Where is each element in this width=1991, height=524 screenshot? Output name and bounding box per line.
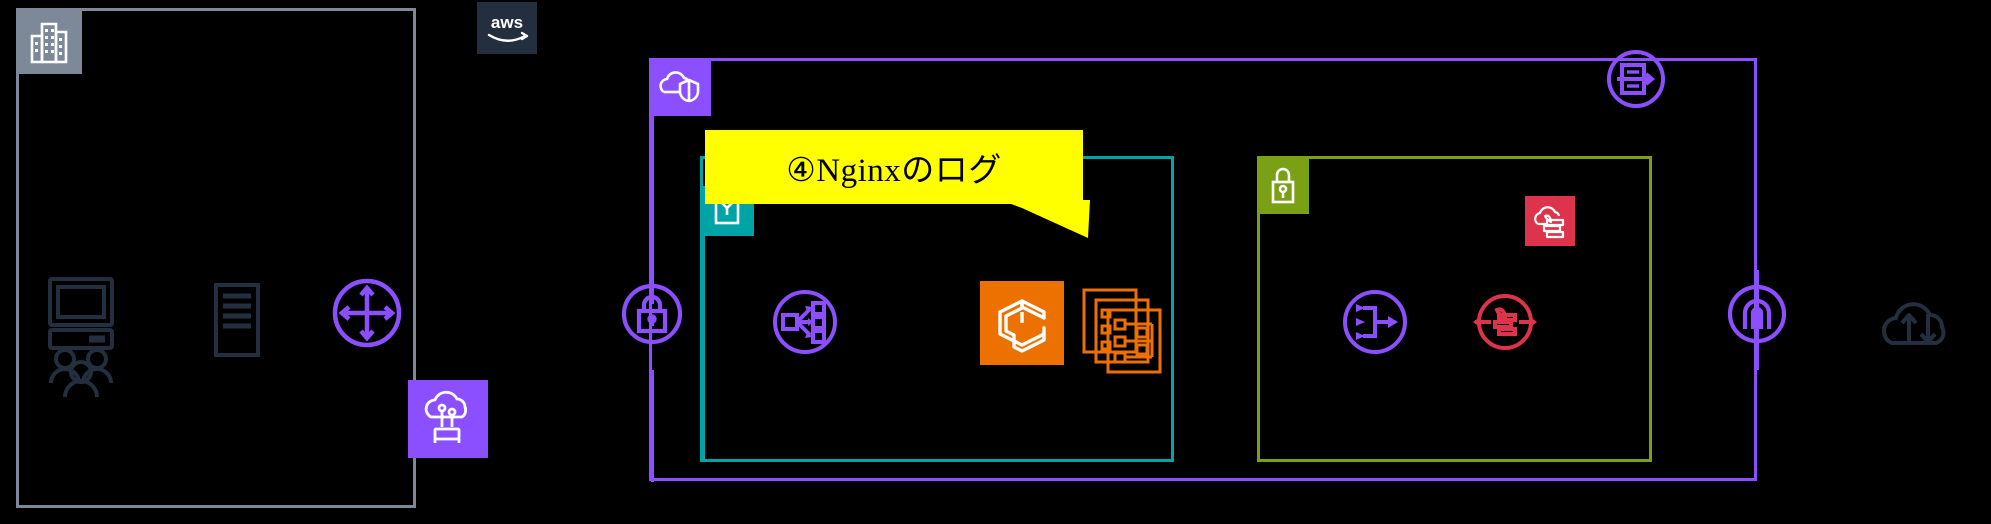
internet-gateway-lock-circle-icon: [621, 283, 683, 345]
callout-nginx-log: ④Nginxのログ: [705, 130, 1083, 204]
nat-right-connector: [1756, 270, 1759, 370]
private-subnet-lock-icon: [1257, 156, 1309, 214]
vpc-left-connector: [651, 104, 654, 304]
elastic-load-balancing-circle-icon: [771, 288, 839, 356]
rds-multi-az-circle-icon: [1471, 288, 1539, 356]
vpc-cloud-shield-icon: [649, 58, 711, 116]
flow-logs-document-arrow-circle-icon: [1605, 48, 1667, 110]
private-subnet-group: [1257, 156, 1652, 462]
aws-logo: aws: [477, 2, 537, 54]
client-computer-users-icon: [45, 275, 125, 398]
on-premise-server-icon: [213, 282, 261, 358]
callout-text: ④Nginxのログ: [786, 153, 1002, 189]
vpc-left-connector-lower: [651, 370, 654, 482]
corporate-datacenter-group: [16, 8, 416, 508]
callout-tail: [1000, 200, 1090, 238]
network-router-circle-icon: [331, 277, 403, 349]
ecs-task-stack-icon: [1082, 288, 1170, 376]
vpc-group: [649, 58, 1757, 481]
amazon-rds-icon: [1525, 196, 1575, 246]
aws-smile-logo: aws: [487, 13, 529, 42]
corporate-building-icon: [16, 8, 82, 74]
aggregation-circle-icon: [1341, 288, 1409, 356]
aws-wordmark: aws: [491, 13, 523, 32]
public-subnet-left-edge: [702, 236, 705, 462]
amazon-ecs-icon: [980, 281, 1064, 365]
internet-cloud-updown-icon: [1878, 296, 1958, 352]
aws-direct-connect-icon: [408, 380, 488, 458]
